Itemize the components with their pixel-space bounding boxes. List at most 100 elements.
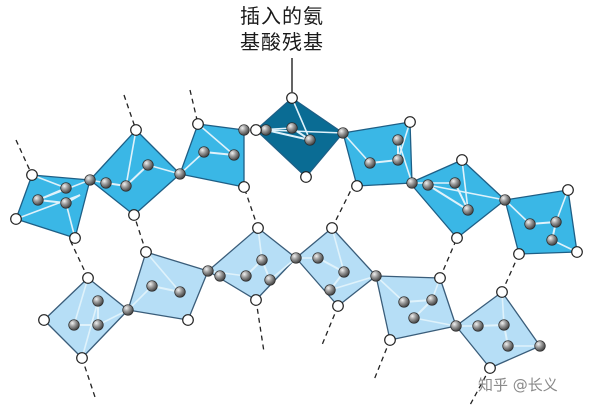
upper-open-atom-1 [26, 169, 38, 181]
hbond-dash-1 [15, 139, 33, 176]
lower-gray-atom-18 [398, 296, 410, 308]
lower-unit-face [207, 227, 297, 301]
upper-open-atom-2 [10, 213, 22, 225]
lower-gray-atom-21 [472, 320, 484, 332]
lower-open-atom-4 [140, 246, 152, 258]
upper-unit-face [409, 159, 506, 239]
lower-helix-turn [38, 222, 546, 374]
hbond-dash-9 [501, 253, 520, 293]
upper-gray-atom-11 [120, 180, 132, 192]
lower-unit-spoke [413, 317, 457, 327]
upper-unit-spoke [397, 121, 411, 161]
upper-open-atom-4 [130, 124, 142, 136]
upper-gray-atom-17 [304, 134, 316, 146]
lower-gray-atom-23 [502, 340, 514, 352]
lower-open-atom-5 [182, 314, 194, 326]
upper-unit-spoke [461, 159, 469, 211]
upper-open-atom-14 [451, 232, 463, 244]
upper-unit-spoke [504, 199, 531, 225]
lower-gray-atom-17 [324, 284, 336, 296]
lower-gray-atom-13 [256, 254, 268, 266]
upper-unit-spoke [291, 97, 311, 141]
upper-gray-atom-24 [524, 218, 536, 230]
hbond-dash-7 [331, 187, 353, 229]
lower-unit-spoke [81, 300, 99, 359]
lower-unit-5 [375, 275, 457, 341]
upper-open-atom-7 [238, 181, 250, 193]
lower-gray-atom-9 [92, 295, 104, 307]
upper-open-atom-12 [351, 180, 363, 192]
lower-gray-atom-1 [122, 304, 134, 316]
lower-gray-atom-20 [408, 312, 420, 324]
upper-gray-atom-3 [238, 124, 250, 136]
annotation-label-line1: 插入的氨 [240, 4, 324, 28]
hbond-dash-8 [439, 237, 458, 279]
upper-open-atom-16 [513, 248, 525, 260]
upper-gray-atom-20 [392, 134, 404, 146]
upper-gray-atom-25 [550, 216, 562, 228]
lower-open-atom-9 [332, 300, 344, 312]
lower-unit-spoke [331, 227, 345, 273]
hbond-dash-5 [133, 214, 147, 253]
lower-open-atom-11 [384, 334, 396, 346]
lower-unit-6 [455, 291, 541, 369]
upper-open-atom-13 [456, 154, 468, 166]
upper-open-atom-15 [562, 184, 574, 196]
lower-open-atom-12 [496, 286, 508, 298]
lower-gray-atom-14 [264, 274, 276, 286]
upper-unit-face [89, 129, 181, 216]
lower-gray-atom-7 [68, 319, 80, 331]
lower-unit-spoke [207, 270, 247, 277]
lower-unit-4 [295, 227, 377, 307]
upper-gray-atom-8 [60, 197, 72, 209]
hbond-dash-6 [243, 186, 259, 229]
upper-gray-atom-6 [499, 194, 511, 206]
upper-gray-atom-15 [260, 124, 272, 136]
lower-unit-face [375, 275, 457, 341]
upper-unit-spoke [197, 123, 235, 156]
upper-gray-atom-13 [198, 146, 210, 158]
lower-gray-atom-2 [202, 265, 214, 277]
upper-unit-spoke [427, 184, 506, 201]
upper-unit-face [342, 121, 413, 187]
upper-gray-atom-5 [406, 177, 418, 189]
upper-gray-atom-4 [337, 127, 349, 139]
upper-open-atom-6 [192, 118, 204, 130]
upper-open-atom-9 [286, 92, 298, 104]
upper-unit-spoke [65, 202, 76, 239]
lower-open-atom-3 [76, 352, 88, 364]
upper-unit-6 [409, 159, 506, 239]
upper-unit-face [504, 189, 578, 255]
lower-gray-atom-24 [214, 270, 226, 282]
upper-unit-1 [15, 174, 91, 239]
lower-open-atom-8 [326, 222, 338, 234]
lower-open-atom-13 [484, 362, 496, 374]
hbond-dash-2 [123, 94, 137, 131]
inserted-residue-unit [255, 97, 344, 178]
hbond-dash-12 [321, 305, 339, 346]
lower-gray-atom-15 [312, 252, 324, 264]
upper-unit-spoke [397, 139, 413, 184]
upper-unit-5 [342, 121, 413, 187]
upper-gray-atom-2 [174, 168, 186, 180]
upper-gray-atom-16 [286, 122, 298, 134]
lower-gray-atom-19 [426, 294, 438, 306]
lower-gray-atom-6 [534, 340, 546, 352]
upper-unit-7 [504, 189, 578, 255]
lower-open-atom-6 [252, 222, 264, 234]
hbond-dash-13 [373, 339, 391, 381]
lower-unit-spoke [375, 275, 405, 303]
hbond-dash-11 [255, 299, 265, 353]
lower-gray-atom-22 [498, 319, 510, 331]
upper-open-atom-17 [571, 246, 583, 258]
upper-open-atom-3 [69, 232, 81, 244]
upper-unit-spoke [125, 129, 137, 187]
lower-open-atom-1 [82, 272, 94, 284]
upper-open-atom-10 [300, 171, 312, 183]
upper-gray-atom-22 [449, 177, 461, 189]
lower-unit-face [127, 251, 209, 321]
lower-gray-atom-10 [146, 280, 158, 292]
lower-unit-3 [207, 227, 297, 301]
